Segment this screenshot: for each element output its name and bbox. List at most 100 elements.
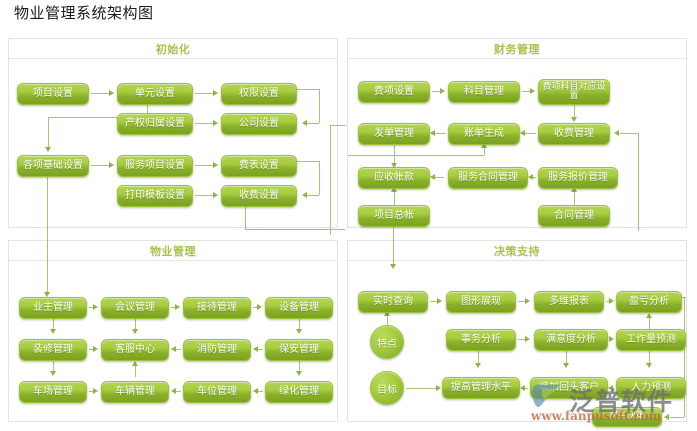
connector-line — [257, 349, 263, 350]
node-parking-lot-management[interactable]: 车场管理 — [19, 381, 87, 403]
node-invoice-management[interactable]: 发单管理 — [358, 123, 430, 145]
node-service-quote-management[interactable]: 服务报价管理 — [538, 167, 618, 189]
connector-line — [387, 315, 388, 325]
node-financial-decision[interactable]: 财务决策 — [592, 407, 662, 427]
connector-line — [649, 351, 650, 365]
arrow-head — [49, 371, 56, 376]
connector-line — [612, 388, 614, 389]
node-service-contract-management[interactable]: 服务合同管理 — [448, 167, 528, 189]
node-service-item-settings[interactable]: 服务项目设置 — [117, 155, 193, 177]
circle-goal[interactable]: 目标 — [370, 371, 404, 405]
arrow-head — [93, 388, 98, 394]
node-owner-management[interactable]: 业主管理 — [19, 297, 87, 319]
node-parking-space-management[interactable]: 车位管理 — [183, 381, 251, 403]
arrow-head — [171, 388, 176, 394]
connector-line — [432, 91, 442, 92]
connector-line — [518, 339, 526, 340]
connector-line — [91, 93, 113, 94]
panel-body-property: 业主管理 会议管理 接待管理 设备管理 装修管理 客服中心 消防管理 保安管理 — [9, 261, 337, 421]
node-bill-generation[interactable]: 账单生成 — [448, 123, 520, 145]
arrow-head — [570, 187, 577, 192]
node-contract-management[interactable]: 合同管理 — [538, 205, 610, 227]
connector-line — [406, 388, 438, 389]
connector-line — [620, 133, 638, 134]
arrow-head — [109, 162, 114, 168]
connector-line — [566, 351, 567, 365]
arrow-head — [383, 311, 390, 316]
arrow-head — [614, 130, 619, 136]
node-workload-forecast[interactable]: 工作量预测 — [616, 329, 686, 351]
node-security-management[interactable]: 保安管理 — [265, 339, 333, 361]
node-realtime-query[interactable]: 实时查询 — [358, 291, 428, 313]
node-improve-management-level[interactable]: 提高管理水平 — [442, 377, 520, 399]
connector-line — [245, 229, 345, 230]
node-reception-management[interactable]: 接待管理 — [183, 297, 251, 319]
connector-line — [53, 361, 54, 373]
arrow-head — [437, 298, 442, 304]
arrow-head — [171, 346, 176, 352]
connector-line — [48, 117, 49, 149]
node-increase-returning-customers[interactable]: 增加回头客户 — [530, 377, 608, 399]
arrow-head — [253, 346, 258, 352]
panel-initialization: 初始化 项目设置 单元设置 权限设置 产权归属设置 公司设置 各项基础设置 服务… — [8, 38, 338, 228]
node-manpower-forecast[interactable]: 人力预测 — [616, 377, 686, 399]
node-greening-management[interactable]: 绿化管理 — [265, 381, 333, 403]
node-print-template-settings[interactable]: 打印模板设置 — [117, 185, 193, 207]
node-charge-management[interactable]: 收费管理 — [538, 123, 610, 145]
arrow-head — [520, 130, 525, 136]
connector-line — [175, 349, 181, 350]
node-fee-subject-mapping[interactable]: 费项科目对应设置 — [538, 79, 610, 105]
connector-line — [257, 391, 263, 392]
connector-line — [135, 319, 136, 331]
node-equipment-management[interactable]: 设备管理 — [265, 297, 333, 319]
connector-line — [574, 105, 575, 119]
node-basic-settings[interactable]: 各项基础设置 — [17, 155, 89, 177]
node-fee-item-settings[interactable]: 费项设置 — [358, 81, 430, 103]
connector-line — [478, 351, 479, 365]
connector-line — [319, 161, 320, 195]
connector-line — [638, 133, 639, 231]
connector-line — [195, 123, 217, 124]
node-profit-loss-analysis[interactable]: 盈亏分析 — [616, 291, 682, 313]
node-vehicle-management[interactable]: 车辆管理 — [101, 381, 169, 403]
node-subject-management[interactable]: 科目管理 — [448, 81, 520, 103]
connector-line — [649, 317, 650, 329]
connector-line — [147, 105, 148, 117]
panel-title-decision: 决策支持 — [348, 241, 686, 261]
connector-line — [434, 177, 444, 178]
node-receivables[interactable]: 应收帐款 — [358, 167, 430, 189]
arrow-head — [213, 192, 218, 198]
node-transaction-analysis[interactable]: 事务分析 — [446, 329, 516, 351]
node-fire-management[interactable]: 消防管理 — [183, 339, 251, 361]
arrow-head — [430, 130, 435, 136]
arrow-head — [436, 385, 441, 391]
node-meeting-management[interactable]: 会议管理 — [101, 297, 169, 319]
connector-line — [430, 301, 438, 302]
connector-line — [195, 93, 217, 94]
node-ownership-settings[interactable]: 产权归属设置 — [117, 113, 193, 135]
connector-line — [299, 361, 300, 373]
node-graphic-display[interactable]: 图形展现 — [446, 291, 516, 313]
circle-characteristics[interactable]: 特点 — [370, 325, 404, 359]
connector-line — [48, 117, 147, 118]
node-multidimensional-report[interactable]: 多维报表 — [534, 291, 604, 313]
node-unit-settings[interactable]: 单元设置 — [117, 83, 193, 105]
node-project-ledger[interactable]: 项目总帐 — [358, 205, 430, 227]
node-satisfaction-analysis[interactable]: 满意度分析 — [534, 329, 608, 351]
panel-finance: 财务管理 费项设置 科目管理 费项科目对应设置 发单管理 账单生成 收费管理 应 — [347, 38, 687, 231]
node-customer-service-center[interactable]: 客服中心 — [101, 339, 169, 361]
node-fee-table-settings[interactable]: 费表设置 — [221, 155, 297, 177]
node-decoration-management[interactable]: 装修管理 — [19, 339, 87, 361]
arrow-head — [295, 329, 302, 334]
node-company-settings[interactable]: 公司设置 — [221, 113, 297, 135]
connector-line — [91, 165, 113, 166]
connector-line — [684, 297, 685, 417]
node-project-settings[interactable]: 项目设置 — [17, 83, 89, 105]
arrow-head — [175, 304, 180, 310]
arrow-head — [562, 363, 569, 368]
connector-line — [394, 191, 395, 205]
panel-title-property: 物业管理 — [9, 241, 337, 261]
connector-line — [171, 307, 177, 308]
node-permission-settings[interactable]: 权限设置 — [221, 83, 297, 105]
node-charge-settings[interactable]: 收费设置 — [221, 185, 297, 207]
